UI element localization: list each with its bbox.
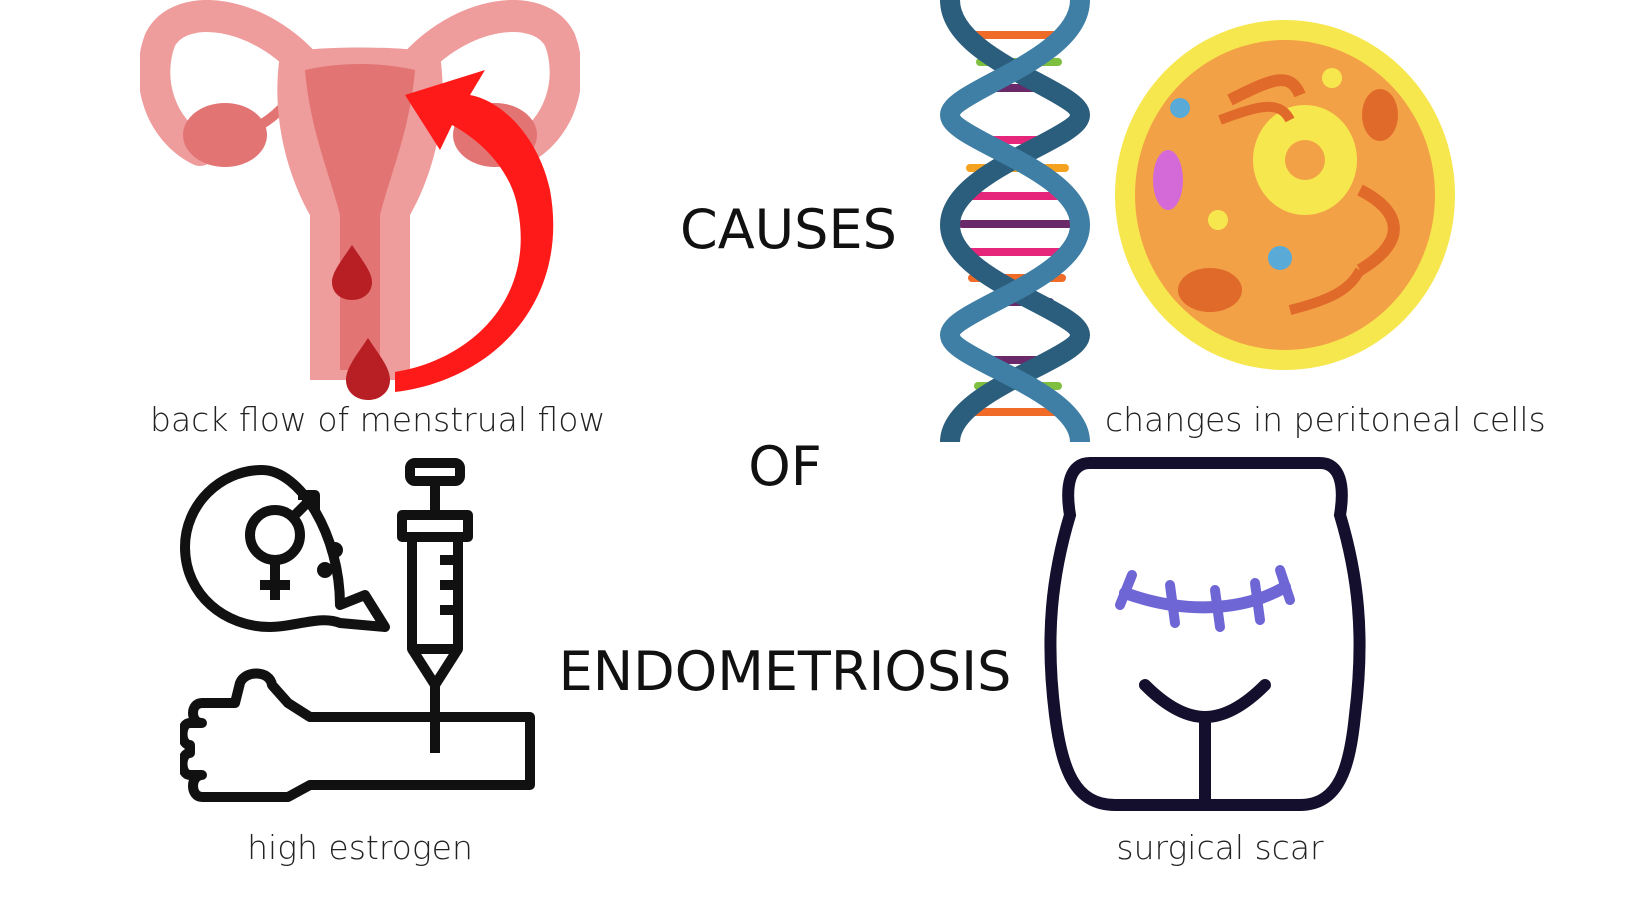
title-of: OF <box>748 435 822 498</box>
uterus-backflow-icon <box>140 0 580 400</box>
abdomen-scar-icon <box>1040 455 1370 815</box>
title-endometriosis: ENDOMETRIOSIS <box>558 640 1012 703</box>
caption-back-flow: back flow of menstrual flow <box>150 400 606 439</box>
caption-high-estrogen: high estrogen <box>247 828 473 867</box>
dna-cell-icon <box>940 0 1460 442</box>
hormone-injection-icon <box>180 455 540 815</box>
title-causes: CAUSES <box>680 198 897 261</box>
caption-peritoneal-cells: changes in peritoneal cells <box>1105 400 1546 439</box>
caption-surgical-scar: surgical scar <box>1116 828 1324 867</box>
